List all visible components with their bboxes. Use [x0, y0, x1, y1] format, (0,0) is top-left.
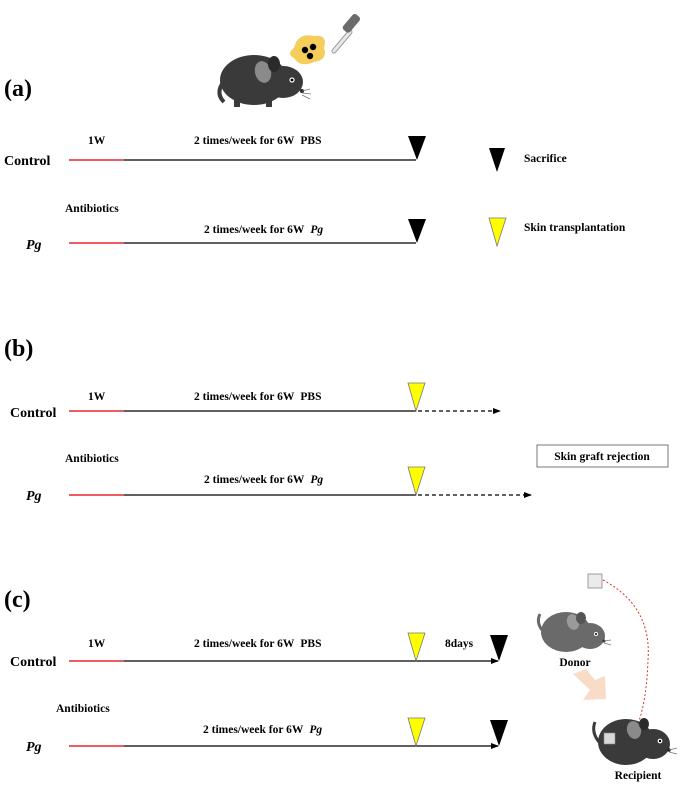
- pg-row-label: Pg: [26, 740, 42, 755]
- block-arrow: [573, 669, 606, 700]
- control-row-label: Control: [10, 406, 57, 421]
- donor-mouse: [536, 612, 612, 652]
- legend-transplant-label: Skin transplantation: [524, 222, 626, 234]
- pg-row-label: Pg: [26, 238, 42, 253]
- week-label: 1W: [88, 391, 106, 403]
- graft-rejection-label: Skin graft rejection: [554, 451, 650, 463]
- recipient-label: Recipient: [615, 770, 662, 782]
- week-label: 1W: [88, 638, 106, 650]
- sacrifice-marker: [490, 720, 508, 746]
- antibiotics-label: Antibiotics: [65, 453, 119, 465]
- antibiotics-label: Antibiotics: [56, 703, 110, 715]
- skin-transplant-illustration: Donor Recipient: [536, 573, 678, 782]
- legend-sacrifice-marker: [489, 148, 505, 172]
- week-label: 1W: [88, 135, 106, 147]
- recipient-mouse: [592, 718, 678, 765]
- interval-label: 8days: [445, 638, 474, 650]
- transplant-marker: [407, 717, 426, 748]
- dropper-icon: [331, 13, 361, 54]
- pg-row-label: Pg: [26, 489, 42, 504]
- graft-transfer-arrow: [602, 579, 649, 743]
- donor-label: Donor: [559, 657, 590, 669]
- transplant-marker: [407, 382, 426, 413]
- panel-a: (a) 1W 2 times/week for: [4, 13, 626, 253]
- skin-graft-patch: [587, 573, 603, 589]
- legend: Sacrifice Skin transplantation: [488, 148, 626, 248]
- transplant-marker: [407, 632, 426, 663]
- control-row-label: Control: [10, 655, 57, 670]
- transplant-marker: [407, 466, 426, 497]
- graft-rejection-box: [536, 444, 669, 468]
- panel-b-label: (b): [4, 336, 33, 362]
- bacteria-icon: [290, 35, 325, 65]
- panel-a-label: (a): [4, 76, 32, 102]
- sacrifice-marker: [408, 136, 426, 160]
- legend-transplant-marker: [488, 217, 507, 248]
- control-row-label: Control: [4, 154, 51, 169]
- legend-sacrifice-label: Sacrifice: [524, 153, 567, 165]
- sacrifice-marker: [490, 635, 508, 661]
- sacrifice-marker: [408, 219, 426, 243]
- mouse-illustration: [217, 55, 312, 107]
- panel-c-label: (c): [4, 587, 31, 613]
- grafted-skin-patch: [603, 732, 616, 745]
- antibiotics-label: Antibiotics: [65, 203, 119, 215]
